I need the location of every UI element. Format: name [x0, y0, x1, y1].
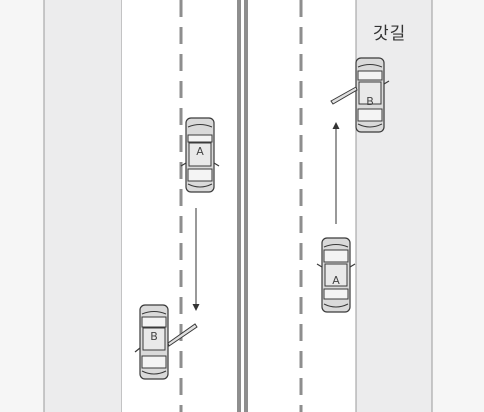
left-shoulder	[44, 0, 122, 412]
arrow-up	[332, 122, 340, 224]
shoulder-label: 갓길	[373, 24, 407, 44]
car-A-left-letter: A	[196, 145, 204, 158]
car-B-left: B	[134, 304, 198, 380]
car-B-left-letter: B	[150, 330, 158, 343]
car-B-right-letter: B	[366, 95, 374, 108]
car-A-right-letter: A	[332, 274, 340, 287]
center-line-left	[237, 0, 241, 412]
car-A-left: A	[180, 117, 220, 193]
center-line-right	[244, 0, 248, 412]
car-A-right: A	[316, 237, 356, 313]
arrow-down	[192, 208, 200, 311]
car-B-right: B	[330, 57, 390, 133]
